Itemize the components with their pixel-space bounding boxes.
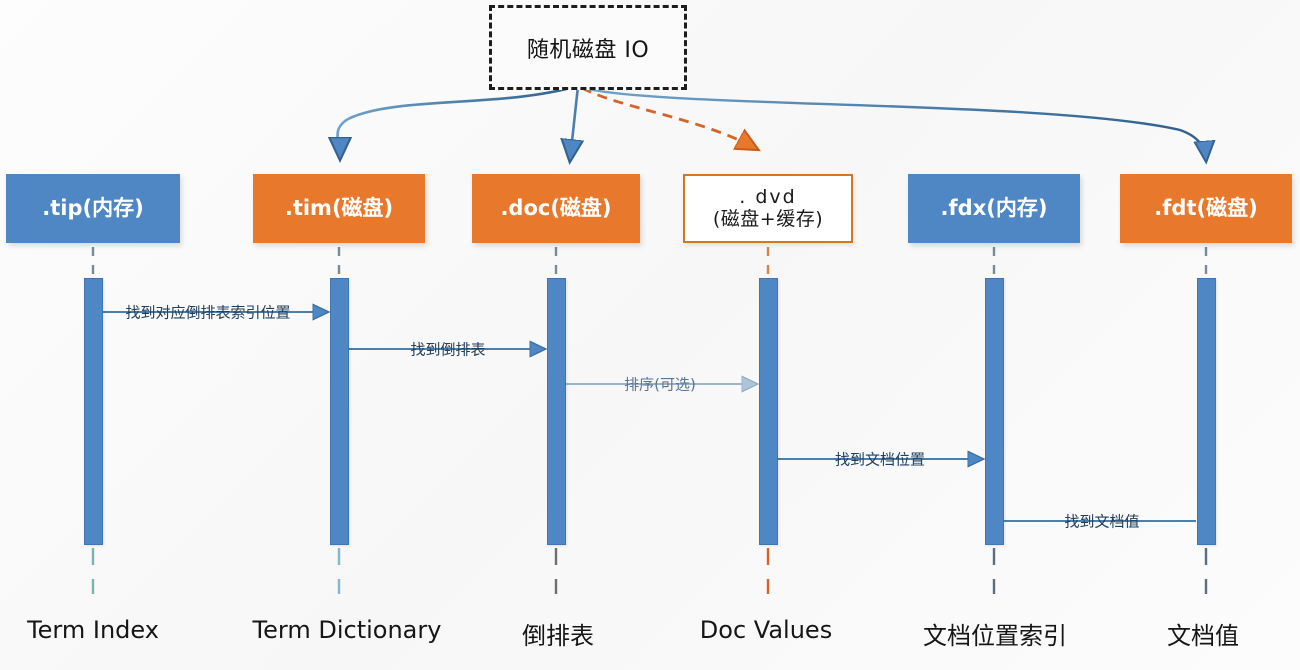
activation-bar-fdx [985,278,1004,545]
participant-box-tip[interactable]: .tip(内存) [6,174,180,243]
lifeline-dashes-top [91,247,1208,278]
participant-label-dvd: . dvd (磁盘+缓存) [712,186,824,230]
participant-label-dvd-line2: (磁盘+缓存) [712,207,824,230]
caption-term-index: Term Index [27,616,159,644]
random-disk-io-box: 随机磁盘 IO [489,5,687,90]
io-arrow-to-doc [570,85,578,160]
participant-label-fdx: .fdx(内存) [940,195,1048,220]
participant-label-fdt: .fdt(磁盘) [1154,195,1258,220]
activation-bar-tim [330,278,349,545]
caption-doc-position-index: 文档位置索引 [923,622,1067,650]
message-label-m3: 排序(可选) [624,375,696,394]
caption-doc-values: Doc Values [699,616,833,644]
activation-bar-fdt [1197,278,1216,545]
message-label-m5: 找到文档值 [1064,512,1140,531]
io-arrow-to-tim [338,84,579,158]
random-disk-io-label: 随机磁盘 IO [526,37,650,63]
participant-box-doc[interactable]: .doc(磁盘) [472,174,640,243]
participant-box-dvd[interactable]: . dvd (磁盘+缓存) [683,174,853,243]
activation-bar-doc [547,278,566,545]
lifeline-dashes-bottom [91,548,1208,594]
participant-label-doc: .doc(磁盘) [500,195,612,220]
caption-inverted-index: 倒排表 [522,622,594,650]
participant-label-dvd-line1: . dvd [739,186,797,209]
activation-bar-dvd [759,278,778,545]
participant-box-fdx[interactable]: .fdx(内存) [908,174,1080,243]
io-arrow-to-fdt [583,86,1206,160]
participant-label-tip: .tip(内存) [42,195,144,220]
io-arrow-to-dvd [581,86,755,148]
participant-box-tim[interactable]: .tim(磁盘) [253,174,425,243]
participant-box-fdt[interactable]: .fdt(磁盘) [1120,174,1292,243]
message-label-m4: 找到文档位置 [834,450,926,469]
caption-term-dictionary: Term Dictionary [252,616,442,644]
activation-bar-tip [84,278,103,545]
caption-doc-value: 文档值 [1167,622,1239,650]
message-label-m2: 找到倒排表 [410,340,486,359]
message-label-m1: 找到对应倒排表索引位置 [125,303,291,322]
participant-label-tim: .tim(磁盘) [284,195,394,220]
